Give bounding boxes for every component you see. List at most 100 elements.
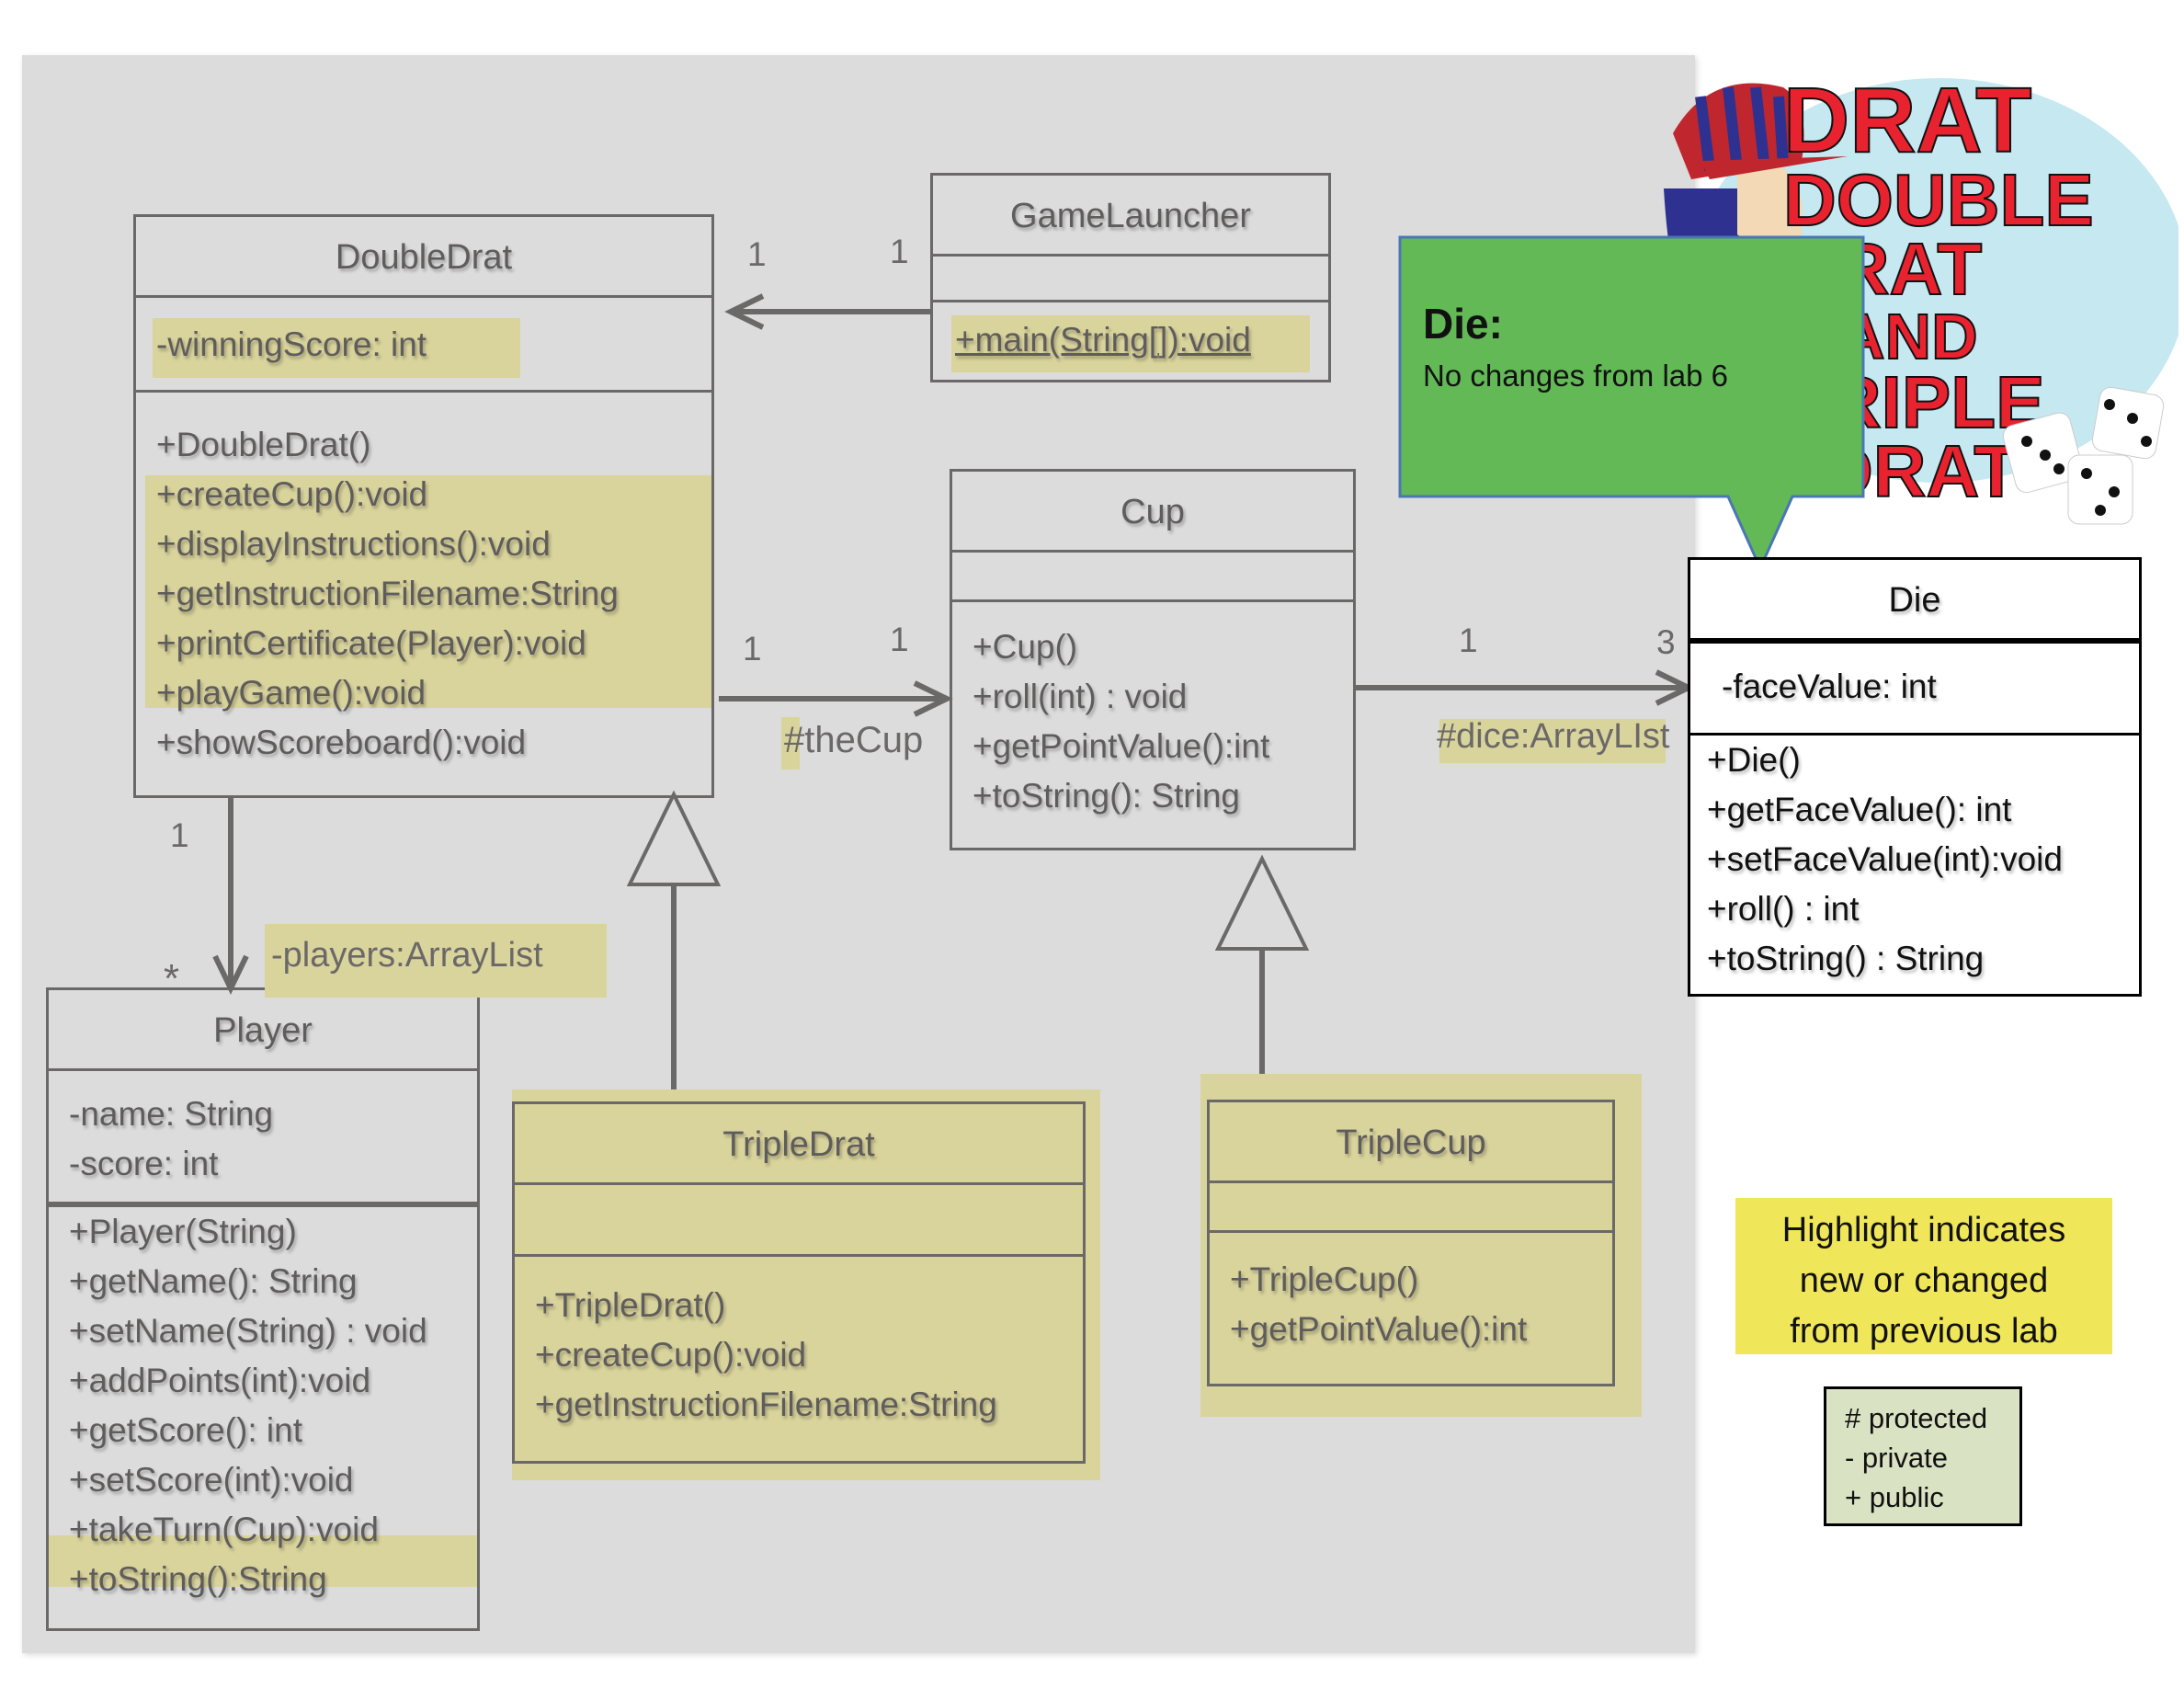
class-name: Player bbox=[49, 990, 477, 1071]
method: +toString() : String bbox=[1707, 940, 1985, 977]
generalization-tripledrat-doubledrat bbox=[626, 790, 722, 1101]
legend-line: from previous lab bbox=[1790, 1312, 2058, 1351]
callout-shape bbox=[1398, 235, 1865, 572]
inheritance-triangle-icon bbox=[626, 790, 722, 886]
attributes-section bbox=[1210, 1183, 1612, 1233]
methods-section: +TripleDrat() +createCup():void +getInst… bbox=[515, 1257, 1083, 1461]
role-label: #theCup bbox=[784, 720, 924, 760]
tripledrat-highlight bbox=[512, 1089, 1100, 1480]
attribute: -winningScore: int bbox=[156, 325, 427, 363]
multiplicity-label: 1 bbox=[170, 816, 189, 854]
multiplicity-label: * bbox=[164, 956, 180, 1001]
method: +getInstructionFilename:String bbox=[535, 1386, 997, 1423]
generalization-triplecup-cup bbox=[1214, 854, 1310, 1099]
association-doubledrat-cup bbox=[719, 680, 953, 717]
association-cup-die bbox=[1356, 669, 1695, 706]
method: +toString():String bbox=[69, 1560, 327, 1598]
association-launcher-doubledrat bbox=[724, 293, 930, 330]
method: +getScore(): int bbox=[69, 1411, 302, 1449]
method: +displayInstructions():void bbox=[156, 525, 551, 563]
attributes-section bbox=[933, 257, 1328, 302]
dice-icon bbox=[2002, 386, 2165, 525]
attribute: -faceValue: int bbox=[1722, 667, 1937, 705]
method: +createCup():void bbox=[156, 475, 428, 513]
class-gamelauncher[interactable]: GameLauncher +main(String[]):void bbox=[930, 173, 1331, 382]
attributes-section bbox=[515, 1185, 1083, 1257]
arrowhead-icon bbox=[913, 680, 953, 717]
method: +TripleDrat() bbox=[535, 1286, 726, 1324]
methods-section: +main(String[]):void bbox=[933, 302, 1328, 380]
class-name: Cup bbox=[952, 472, 1353, 553]
association-doubledrat-player bbox=[212, 796, 249, 995]
method: +getInstructionFilename:String bbox=[156, 575, 619, 612]
attribute: -score: int bbox=[69, 1145, 219, 1182]
method: +Cup() bbox=[973, 628, 1078, 666]
methods-section: +Player(String) +getName(): String +setN… bbox=[49, 1207, 477, 1625]
legend-line: Highlight indicates bbox=[1781, 1211, 2066, 1249]
method: +TripleCup() bbox=[1230, 1260, 1419, 1298]
triplecup-highlight bbox=[1200, 1074, 1642, 1417]
visibility-legend: # protected - private + public bbox=[1824, 1386, 2022, 1526]
methods-section: +TripleCup() +getPointValue():int bbox=[1210, 1233, 1612, 1384]
logo-line: DRAT bbox=[1783, 69, 2031, 172]
class-name: TripleDrat bbox=[515, 1104, 1083, 1185]
method: +showScoreboard():void bbox=[156, 724, 527, 761]
class-cup[interactable]: Cup +Cup() +roll(int) : void +getPointVa… bbox=[950, 469, 1356, 850]
inheritance-triangle-icon bbox=[1214, 854, 1310, 951]
class-name: Die bbox=[1690, 560, 2139, 641]
multiplicity-label: 1 bbox=[743, 630, 762, 667]
attributes-section bbox=[952, 553, 1353, 602]
method: +printCertificate(Player):void bbox=[156, 624, 586, 662]
callout-text: No changes from lab 6 bbox=[1423, 359, 1729, 393]
arrowhead-icon bbox=[724, 293, 765, 330]
method: +Player(String) bbox=[69, 1213, 297, 1250]
legend-protected: # protected bbox=[1845, 1402, 1988, 1434]
class-name: DoubleDrat bbox=[136, 217, 711, 298]
attributes-section: -faceValue: int bbox=[1690, 641, 2139, 736]
method: +getPointValue():int bbox=[973, 727, 1270, 765]
class-die[interactable]: Die -faceValue: int +Die() +getFaceValue… bbox=[1688, 557, 2142, 997]
class-name: TripleCup bbox=[1210, 1102, 1612, 1183]
class-name: GameLauncher bbox=[933, 176, 1328, 257]
legend-public: + public bbox=[1845, 1481, 1944, 1513]
method: +main(String[]):void bbox=[955, 321, 1251, 359]
attribute: -name: String bbox=[69, 1095, 274, 1133]
method: +setScore(int):void bbox=[69, 1461, 354, 1499]
method: +playGame():void bbox=[156, 674, 427, 712]
highlight-legend: Highlight indicates new or changed from … bbox=[1735, 1198, 2112, 1354]
multiplicity-label: 1 bbox=[890, 233, 909, 270]
method: +takeTurn(Cup):void bbox=[69, 1511, 379, 1548]
method: +toString(): String bbox=[973, 777, 1240, 815]
method: +getName(): String bbox=[69, 1262, 358, 1300]
method: +Die() bbox=[1707, 741, 1801, 779]
attributes-section: -name: String -score: int bbox=[49, 1071, 477, 1207]
method: +roll(int) : void bbox=[973, 678, 1188, 715]
method: +getPointValue():int bbox=[1230, 1310, 1528, 1348]
class-doubledrat[interactable]: DoubleDrat -winningScore: int +DoubleDra… bbox=[133, 214, 714, 798]
logo-line: DOUBLE bbox=[1783, 159, 2094, 241]
role-label: -players:ArrayList bbox=[271, 936, 543, 975]
method: +setName(String) : void bbox=[69, 1312, 427, 1350]
class-tripledrat[interactable]: TripleDrat +TripleDrat() +createCup():vo… bbox=[512, 1101, 1086, 1464]
method: +roll() : int bbox=[1707, 890, 1860, 928]
methods-section: +Cup() +roll(int) : void +getPointValue(… bbox=[952, 602, 1353, 846]
role-label: #dice:ArrayLIst bbox=[1437, 717, 1670, 756]
multiplicity-label: 1 bbox=[1459, 622, 1478, 659]
methods-section: +Die() +getFaceValue(): int +setFaceValu… bbox=[1690, 736, 2139, 988]
method: +setFaceValue(int):void bbox=[1707, 840, 2063, 878]
legend-private: - private bbox=[1845, 1442, 1948, 1474]
attributes-section: -winningScore: int bbox=[136, 298, 711, 393]
legend-line: new or changed bbox=[1799, 1261, 2049, 1300]
multiplicity-label: 1 bbox=[747, 235, 767, 273]
method: +addPoints(int):void bbox=[69, 1362, 371, 1399]
methods-section: +DoubleDrat() +createCup():void +display… bbox=[136, 393, 711, 793]
method: +DoubleDrat() bbox=[156, 426, 371, 463]
callout-title: Die: bbox=[1423, 300, 1503, 348]
multiplicity-label: 3 bbox=[1656, 623, 1676, 661]
multiplicity-label: 1 bbox=[890, 621, 909, 658]
method: +createCup():void bbox=[535, 1336, 807, 1374]
class-player[interactable]: Player -name: String -score: int +Player… bbox=[46, 987, 480, 1631]
class-triplecup[interactable]: TripleCup +TripleCup() +getPointValue():… bbox=[1207, 1100, 1615, 1386]
